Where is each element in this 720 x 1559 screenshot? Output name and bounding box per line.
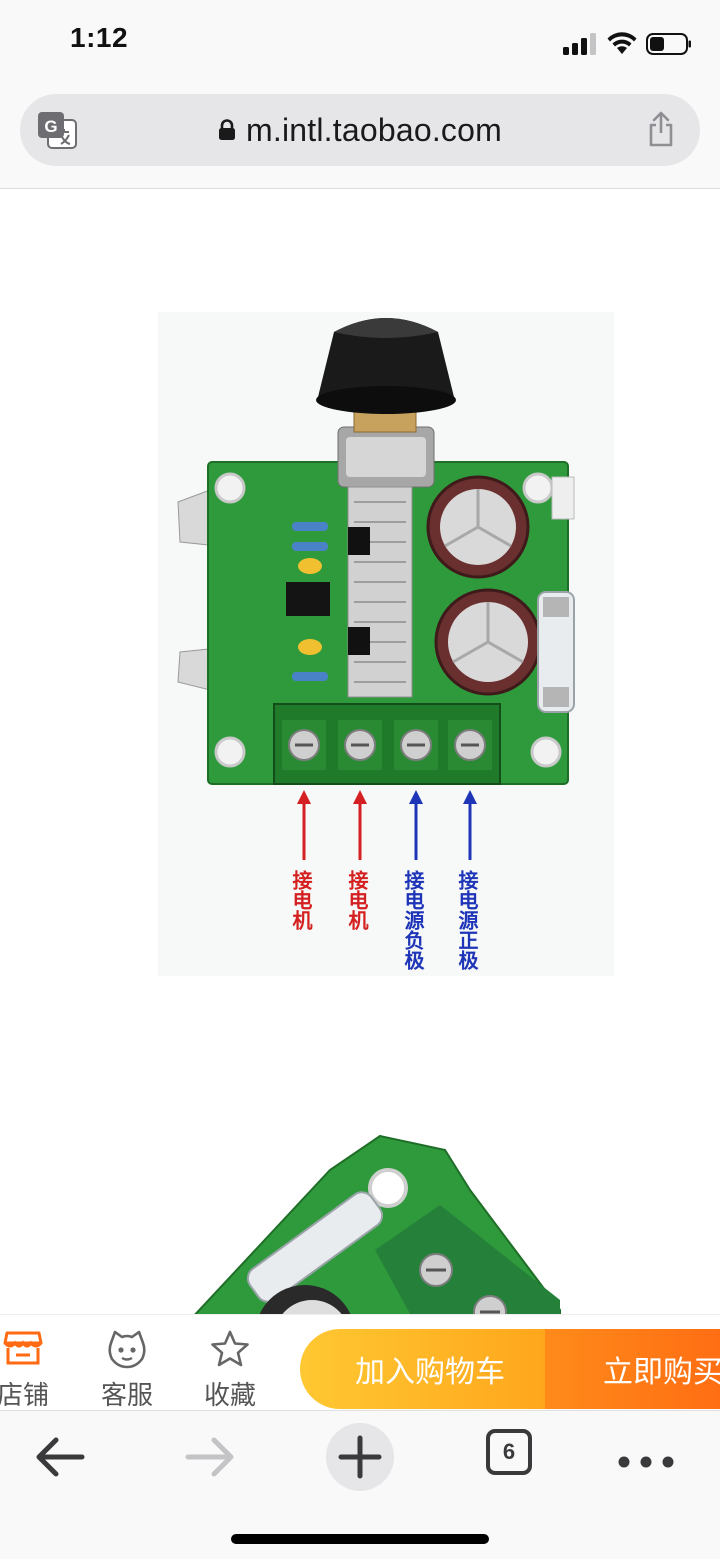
translate-icon[interactable]: G <box>36 110 78 150</box>
tabs-button[interactable]: 6 <box>486 1429 532 1475</box>
terminal-screws <box>282 720 492 770</box>
home-indicator <box>231 1534 489 1544</box>
add-to-cart-button[interactable]: 加入购物车 <box>300 1329 560 1409</box>
address-bar[interactable]: G m.intl.taobao.com <box>20 94 700 166</box>
lock-icon <box>219 119 236 140</box>
back-arrow-icon[interactable] <box>24 1421 96 1493</box>
pin-label-power-negative: 接电源负极 <box>401 870 425 970</box>
more-options-icon[interactable] <box>610 1421 682 1493</box>
shop-button[interactable]: 店铺 <box>0 1315 68 1411</box>
favorite-label: 收藏 <box>203 1381 256 1411</box>
pin-label-motor-2: 接电机 <box>345 870 369 930</box>
svg-text:G: G <box>44 117 57 136</box>
customer-service-icon <box>108 1330 146 1369</box>
page-content[interactable]: 接电机 接电机 接电源负极 接电源正极 <box>0 190 720 1314</box>
shop-label: 店铺 <box>0 1381 49 1411</box>
url-text[interactable]: m.intl.taobao.com <box>246 111 502 148</box>
battery-icon <box>646 33 691 55</box>
product-image-1[interactable]: 接电机 接电机 接电源负极 接电源正极 <box>158 312 614 976</box>
shop-icon <box>3 1331 43 1365</box>
address-bar-area: G m.intl.taobao.com <box>0 88 720 189</box>
wifi-icon <box>607 32 637 54</box>
forward-arrow-icon[interactable] <box>174 1421 246 1493</box>
pin-label-motor-1: 接电机 <box>289 870 313 930</box>
share-icon[interactable] <box>646 110 676 148</box>
status-time: 1:12 <box>70 22 129 53</box>
customer-service-label: 客服 <box>100 1381 153 1411</box>
buy-now-button[interactable]: 立即购买 <box>545 1329 720 1409</box>
customer-service-button[interactable]: 客服 <box>82 1315 172 1411</box>
controller-board-angle-view <box>194 1134 561 1314</box>
controller-board-illustration <box>177 318 575 860</box>
star-icon <box>211 1330 249 1367</box>
browser-toolbar: 6 <box>0 1410 720 1559</box>
favorite-button[interactable]: 收藏 <box>185 1315 275 1411</box>
product-image-2[interactable] <box>0 1050 720 1314</box>
new-tab-plus-icon[interactable] <box>324 1421 396 1493</box>
cellular-signal-icon <box>563 33 599 55</box>
product-action-bar: 店铺 客服 收藏 加入购物车 立即购买 <box>0 1314 720 1411</box>
pin-label-power-positive: 接电源正极 <box>455 870 479 970</box>
status-bar: 1:12 <box>0 0 720 88</box>
